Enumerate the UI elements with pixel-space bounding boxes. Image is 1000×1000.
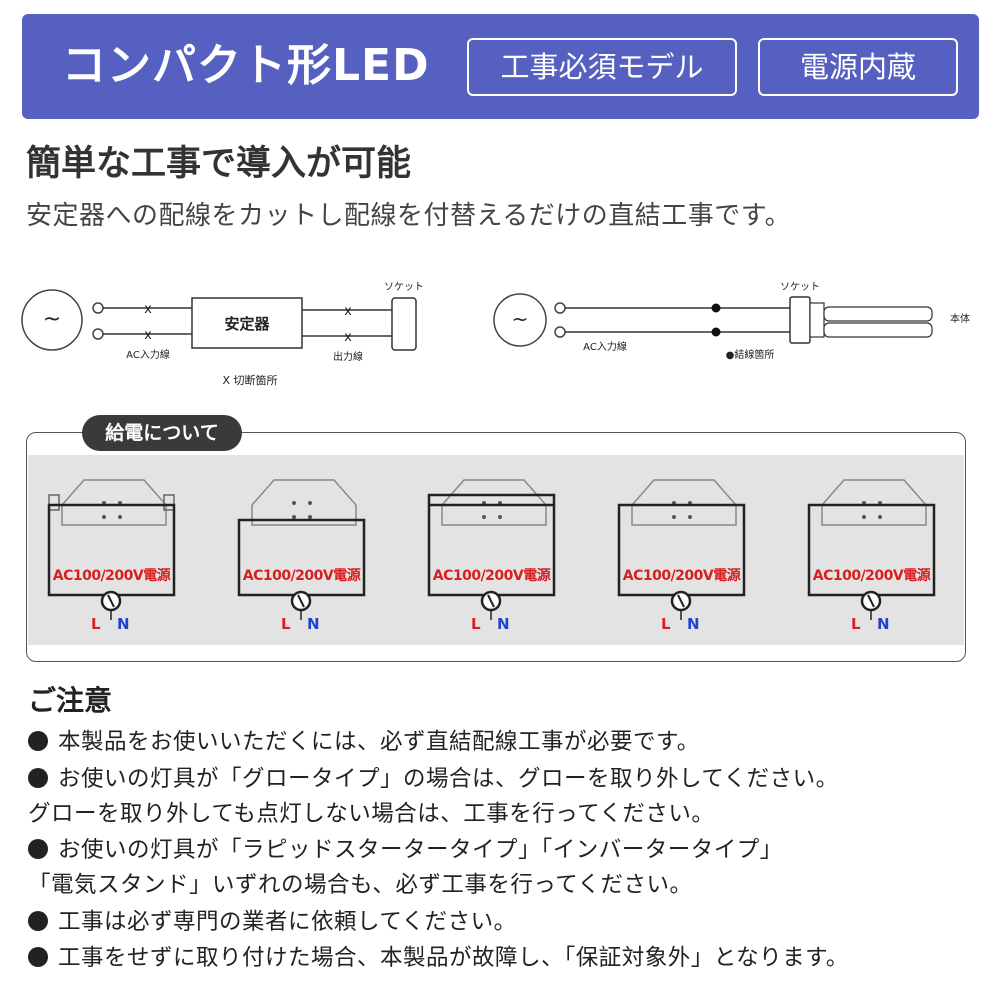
note-line: 工事をせずに取り付けた場合、本製品が故障し、「保証対象外」となります。 xyxy=(28,942,849,974)
diagram-before: ~ x x 安定器 x x ソケット AC入力線 出力線 X 切断箇所 xyxy=(21,281,424,387)
ac-source-symbol: ~ xyxy=(43,307,61,332)
cut-mark: x xyxy=(144,302,152,317)
notes-title: ご注意 xyxy=(28,684,113,717)
section-title: 簡単な工事で導入が可能 xyxy=(26,144,412,184)
note-text: お使いの灯具が「グロータイプ」の場合は、グローを取り外してください。 xyxy=(58,766,839,792)
fixture-power-label: AC100/200V電源 xyxy=(622,568,741,584)
neutral-label: N xyxy=(117,615,130,633)
lamp-tube-icon xyxy=(823,306,933,322)
note-text: 工事をせずに取り付けた場合、本製品が故障し、「保証対象外」となります。 xyxy=(58,945,849,971)
note-line: 本製品をお使いいただくには、必ず直結配線工事が必要です。 xyxy=(28,726,700,758)
socket-label: ソケット xyxy=(384,281,424,293)
ballast-label: 安定器 xyxy=(224,315,270,333)
lamp-tube-icon xyxy=(823,322,933,338)
socket-icon xyxy=(789,296,811,344)
live-label: L xyxy=(661,615,671,633)
live-label: L xyxy=(91,615,101,633)
fixture-diagram: AC100/200V電源 L N xyxy=(614,465,749,635)
socket-label: ソケット xyxy=(780,281,820,293)
note-line: グローを取り外しても点灯しない場合は、工事を行ってください。 xyxy=(28,798,714,830)
joint-label: ●結線箇所 xyxy=(726,348,775,361)
fixture-power-label: AC100/200V電源 xyxy=(432,568,551,584)
header-banner: コンパクト形LED 工事必須モデル 電源内蔵 xyxy=(22,14,979,119)
ac-line-label: AC入力線 xyxy=(126,348,170,361)
note-text: 本製品をお使いいただくには、必ず直結配線工事が必要です。 xyxy=(58,729,700,755)
lamp-base-icon xyxy=(809,302,825,338)
bullet-icon xyxy=(28,911,48,931)
ac-line-label: AC入力線 xyxy=(583,340,627,353)
fixture-diagram: AC100/200V電源 L N xyxy=(44,465,179,635)
body-label: 本体 xyxy=(950,312,970,325)
note-line: 工事は必ず専門の業者に依頼してください。 xyxy=(28,906,517,938)
cut-mark: x xyxy=(344,304,352,319)
neutral-label: N xyxy=(687,615,700,633)
fixture-power-label: AC100/200V電源 xyxy=(52,568,171,584)
terminal-icon xyxy=(92,328,104,340)
terminal-icon xyxy=(554,302,566,314)
neutral-label: N xyxy=(497,615,510,633)
live-label: L xyxy=(851,615,861,633)
ac-source-icon xyxy=(493,293,547,347)
neutral-label: N xyxy=(877,615,890,633)
note-text: グローを取り外しても点灯しない場合は、工事を行ってください。 xyxy=(28,801,715,827)
cut-mark: x xyxy=(344,330,352,345)
cut-point-label: X 切断箇所 xyxy=(222,373,277,387)
diagram-after: ~ ソケット 本体 AC入力線 ●結線箇所 xyxy=(493,281,970,361)
live-label: L xyxy=(281,615,291,633)
badge-built-in-power: 電源内蔵 xyxy=(758,38,958,96)
note-line: お使いの灯具が「ラピッドスタータータイプ」「インバータータイプ」 xyxy=(28,834,783,866)
joint-dot xyxy=(711,303,721,313)
ballast-box xyxy=(191,297,303,349)
neutral-label: N xyxy=(307,615,320,633)
bullet-icon xyxy=(28,947,48,967)
bullet-icon xyxy=(28,839,48,859)
note-line: お使いの灯具が「グロータイプ」の場合は、グローを取り外してください。 xyxy=(28,763,839,795)
fixture-power-label: AC100/200V電源 xyxy=(242,568,361,584)
wiring-diagrams: ~ x x 安定器 x x ソケット AC入力線 出力線 X 切断箇所 ~ xyxy=(0,270,1000,410)
ac-source-symbol: ~ xyxy=(512,307,529,331)
note-text: お使いの灯具が「ラピッドスタータータイプ」「インバータータイプ」 xyxy=(58,837,783,863)
live-label: L xyxy=(471,615,481,633)
wiring-diagram-svg: ~ x x 安定器 x x ソケット AC入力線 出力線 X 切断箇所 ~ xyxy=(21,281,970,387)
note-text: 工事は必ず専門の業者に依頼してください。 xyxy=(58,909,517,935)
output-line-label: 出力線 xyxy=(333,350,363,363)
fixture-diagram: AC100/200V電源 L N xyxy=(424,465,559,635)
section-subtitle: 安定器への配線をカットし配線を付替えるだけの直結工事です。 xyxy=(26,201,792,231)
bullet-icon xyxy=(28,768,48,788)
joint-dot xyxy=(711,327,721,337)
note-text: 「電気スタンド」いずれの場合も、必ず工事を行ってください。 xyxy=(28,872,693,898)
ac-source-icon xyxy=(21,289,83,351)
socket-icon xyxy=(391,297,417,351)
terminal-icon xyxy=(554,326,566,338)
note-line: 「電気スタンド」いずれの場合も、必ず工事を行ってください。 xyxy=(28,869,693,901)
cut-mark: x xyxy=(144,328,152,343)
fixture-row: AC100/200V電源 L N AC100/200V電源 L N AC100/… xyxy=(28,455,964,645)
fixture-power-label: AC100/200V電源 xyxy=(812,568,931,584)
badge-construction-required: 工事必須モデル xyxy=(467,38,737,96)
product-title: コンパクト形LED xyxy=(62,40,430,91)
fixture-diagram: AC100/200V電源 L N xyxy=(804,465,939,635)
feed-section-tag: 給電について xyxy=(82,415,242,451)
bullet-icon xyxy=(28,731,48,751)
terminal-icon xyxy=(92,302,104,314)
fixture-diagram: AC100/200V電源 L N xyxy=(234,465,369,635)
